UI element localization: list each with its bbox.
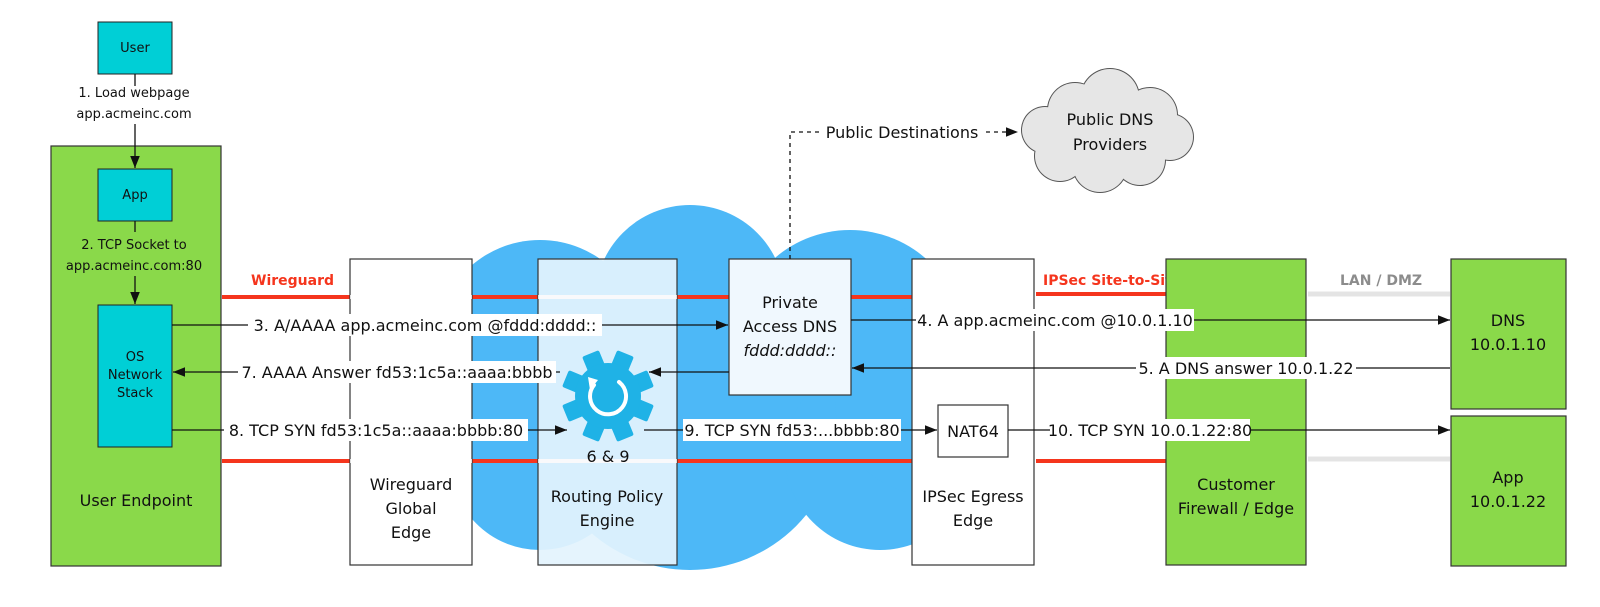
routing-engine-line-2: Engine (580, 511, 635, 530)
public-dns-cloud: Public DNS Providers (1021, 68, 1194, 193)
user-node: User (97, 21, 173, 75)
step-1-line-2: app.acmeinc.com (76, 107, 191, 122)
gear-icon (562, 350, 654, 442)
lan-dmz-label: LAN / DMZ (1340, 273, 1422, 289)
os-stack-line-3: Stack (117, 386, 153, 401)
wireguard-edge-line-1: Wireguard (370, 475, 453, 494)
wireguard-edge-line-3: Edge (391, 523, 431, 542)
private-dns-line-1: Private (762, 293, 818, 312)
ipsec-tunnel-label: IPSec Site-to-Site (1043, 273, 1181, 289)
routing-policy-engine: Routing Policy Engine (537, 258, 678, 566)
nat64-box: NAT64 (937, 404, 1009, 458)
app-label: App (122, 188, 147, 203)
step-9-label: 9. TCP SYN fd53:...bbbb:80 (684, 421, 899, 440)
os-network-stack: OS Network Stack (97, 304, 173, 448)
step-3-label: 3. A/AAAA app.acmeinc.com @fddd:dddd:: (254, 316, 597, 335)
step-8-label: 8. TCP SYN fd53:1c5a::aaaa:bbbb:80 (229, 421, 523, 440)
app-node: App (97, 168, 173, 222)
wireguard-tunnel-label: Wireguard (251, 273, 334, 289)
dns-server-line-2: 10.0.1.10 (1470, 335, 1546, 354)
step-10-label: 10. TCP SYN 10.0.1.22:80 (1048, 421, 1252, 440)
private-dns-line-3: fddd:dddd:: (744, 341, 837, 360)
private-dns-line-2: Access DNS (743, 317, 837, 336)
wireguard-edge-line-2: Global (385, 499, 436, 518)
dns-server: DNS 10.0.1.10 (1450, 258, 1567, 410)
public-dns-line-2: Providers (1073, 135, 1147, 154)
step-7-label: 7. AAAA Answer fd53:1c5a::aaaa:bbbb (241, 363, 552, 382)
os-stack-line-2: Network (108, 368, 163, 383)
step-2-line-1: 2. TCP Socket to (81, 238, 187, 253)
ipsec-edge-line-2: Edge (953, 511, 993, 530)
app-server: App 10.0.1.22 (1450, 415, 1567, 567)
user-endpoint-label: User Endpoint (80, 491, 193, 510)
gear-label: 6 & 9 (586, 447, 629, 466)
wireguard-global-edge: Wireguard Global Edge (349, 258, 473, 566)
os-stack-line-1: OS (126, 350, 144, 365)
public-destinations-label: Public Destinations (826, 123, 979, 142)
ipsec-edge-line-1: IPSec Egress (922, 487, 1023, 506)
customer-firewall-edge: Customer Firewall / Edge (1165, 258, 1307, 566)
user-label: User (120, 41, 150, 56)
customer-fw-line-1: Customer (1197, 475, 1275, 494)
step-2-line-2: app.acmeinc.com:80 (66, 259, 202, 274)
dns-server-line-1: DNS (1491, 311, 1525, 330)
customer-fw-line-2: Firewall / Edge (1178, 499, 1294, 518)
app-server-line-2: 10.0.1.22 (1470, 492, 1546, 511)
app-server-line-1: App (1492, 468, 1523, 487)
routing-engine-line-1: Routing Policy (551, 487, 663, 506)
nat64-label: NAT64 (947, 422, 999, 441)
step-4-label: 4. A app.acmeinc.com @10.0.1.10 (917, 311, 1193, 330)
step-5-label: 5. A DNS answer 10.0.1.22 (1138, 359, 1353, 378)
private-access-dns: Private Access DNS fddd:dddd:: (728, 258, 852, 396)
public-dns-line-1: Public DNS (1067, 110, 1154, 129)
step-1-line-1: 1. Load webpage (78, 86, 189, 101)
